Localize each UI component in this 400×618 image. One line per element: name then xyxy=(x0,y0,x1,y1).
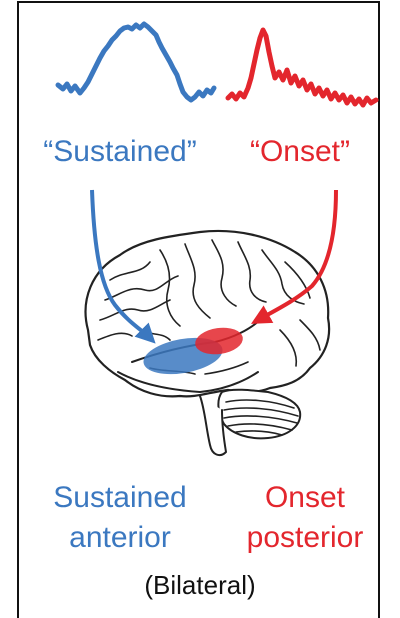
onset-posterior-line2: posterior xyxy=(240,518,370,558)
bilateral-note: (Bilateral) xyxy=(80,570,320,601)
onset-posterior-line1: Onset xyxy=(240,478,370,518)
sustained-anterior-line2: anterior xyxy=(30,518,210,558)
sustained-anterior-line1: Sustained xyxy=(30,478,210,518)
onset-label: “Onset” xyxy=(225,135,375,169)
sustained-response-trace xyxy=(58,24,214,100)
onset-posterior-caption: Onset posterior xyxy=(240,478,370,558)
sustained-anterior-caption: Sustained anterior xyxy=(30,478,210,558)
onset-response-trace xyxy=(228,30,376,105)
sustained-label: “Sustained” xyxy=(30,135,210,169)
